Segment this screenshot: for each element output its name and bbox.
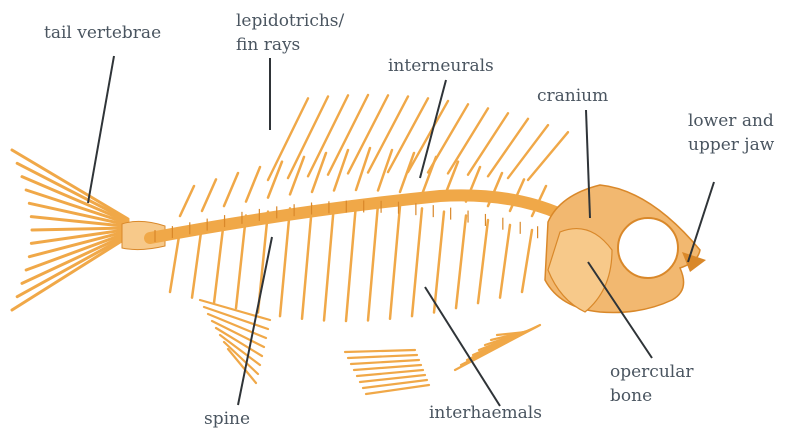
interhaemal-bone bbox=[522, 230, 532, 292]
dorsal-fin-ray bbox=[268, 98, 308, 180]
label-lower-and: lower and bbox=[688, 110, 774, 132]
interneural-bone bbox=[224, 173, 238, 206]
interneural-bone bbox=[400, 153, 414, 192]
interhaemal-bone bbox=[412, 208, 422, 316]
interhaemal-bone bbox=[236, 216, 246, 309]
tail-fin-ray bbox=[32, 228, 128, 230]
tail-fin-ray bbox=[12, 237, 128, 310]
label-lepidotrichs: lepidotrichs/ bbox=[236, 10, 344, 32]
dorsal-fin-ray bbox=[468, 113, 508, 174]
interneural-bone bbox=[246, 167, 260, 202]
anal-fin-ray bbox=[357, 370, 423, 376]
anal-fin-ray bbox=[354, 365, 421, 370]
label-tail-vertebrae: tail vertebrae bbox=[44, 22, 161, 44]
anal-fin-ray bbox=[351, 360, 419, 364]
interhaemal-bone bbox=[478, 220, 488, 303]
interneural-bone bbox=[202, 179, 216, 211]
label-upper-jaw: upper jaw bbox=[688, 134, 774, 156]
label-opercular: opercular bbox=[610, 361, 693, 383]
label-interneurals: interneurals bbox=[388, 55, 494, 77]
skull-bones bbox=[545, 185, 706, 313]
dorsal-fin-ray bbox=[388, 98, 428, 172]
pelvic-fin-ray bbox=[224, 342, 258, 374]
leader-tail-vertebrae bbox=[88, 56, 114, 203]
label-cranium: cranium bbox=[537, 85, 608, 107]
interhaemal-bone bbox=[214, 220, 224, 303]
anal-fin-ray bbox=[345, 350, 415, 352]
interhaemal-bone bbox=[324, 204, 334, 320]
interhaemal-bone bbox=[456, 216, 466, 309]
interhaemal-bone bbox=[368, 204, 378, 320]
interhaemal-bone bbox=[280, 208, 290, 316]
interneural-bone bbox=[312, 153, 326, 192]
label-spine: spine bbox=[204, 408, 250, 430]
dorsal-fin-ray bbox=[408, 101, 448, 172]
interneural-bone bbox=[290, 157, 304, 195]
interhaemal-bone bbox=[390, 206, 400, 319]
interhaemal-bone bbox=[434, 212, 444, 313]
tail-fin-rays bbox=[12, 150, 165, 310]
dorsal-fin-ray bbox=[448, 108, 488, 173]
tail-fin-ray bbox=[12, 150, 128, 219]
tail-fin-ray bbox=[22, 177, 128, 222]
dorsal-fin-ray bbox=[328, 95, 368, 175]
interhaemal-bone bbox=[302, 206, 312, 319]
dorsal-fin-ray bbox=[348, 95, 388, 173]
dorsal-fin-ray bbox=[528, 132, 568, 180]
dorsal-fin-ray bbox=[508, 125, 548, 178]
leader-jaw bbox=[688, 182, 714, 262]
pelvic-fin-ray bbox=[228, 349, 256, 383]
interhaemal-bone bbox=[500, 225, 510, 298]
label-bone: bone bbox=[610, 385, 652, 407]
label-interhaemals: interhaemals bbox=[429, 402, 542, 424]
dorsal-fin-ray bbox=[488, 119, 528, 176]
label-fin-rays: fin rays bbox=[236, 34, 300, 56]
interneural-bone bbox=[180, 186, 194, 216]
anal-fin-ray bbox=[348, 355, 417, 358]
dorsal-fin-rays bbox=[268, 95, 568, 180]
interhaemal-bone bbox=[346, 204, 356, 321]
eye-orbit bbox=[618, 218, 678, 278]
ventral-fin-rays bbox=[200, 300, 540, 394]
